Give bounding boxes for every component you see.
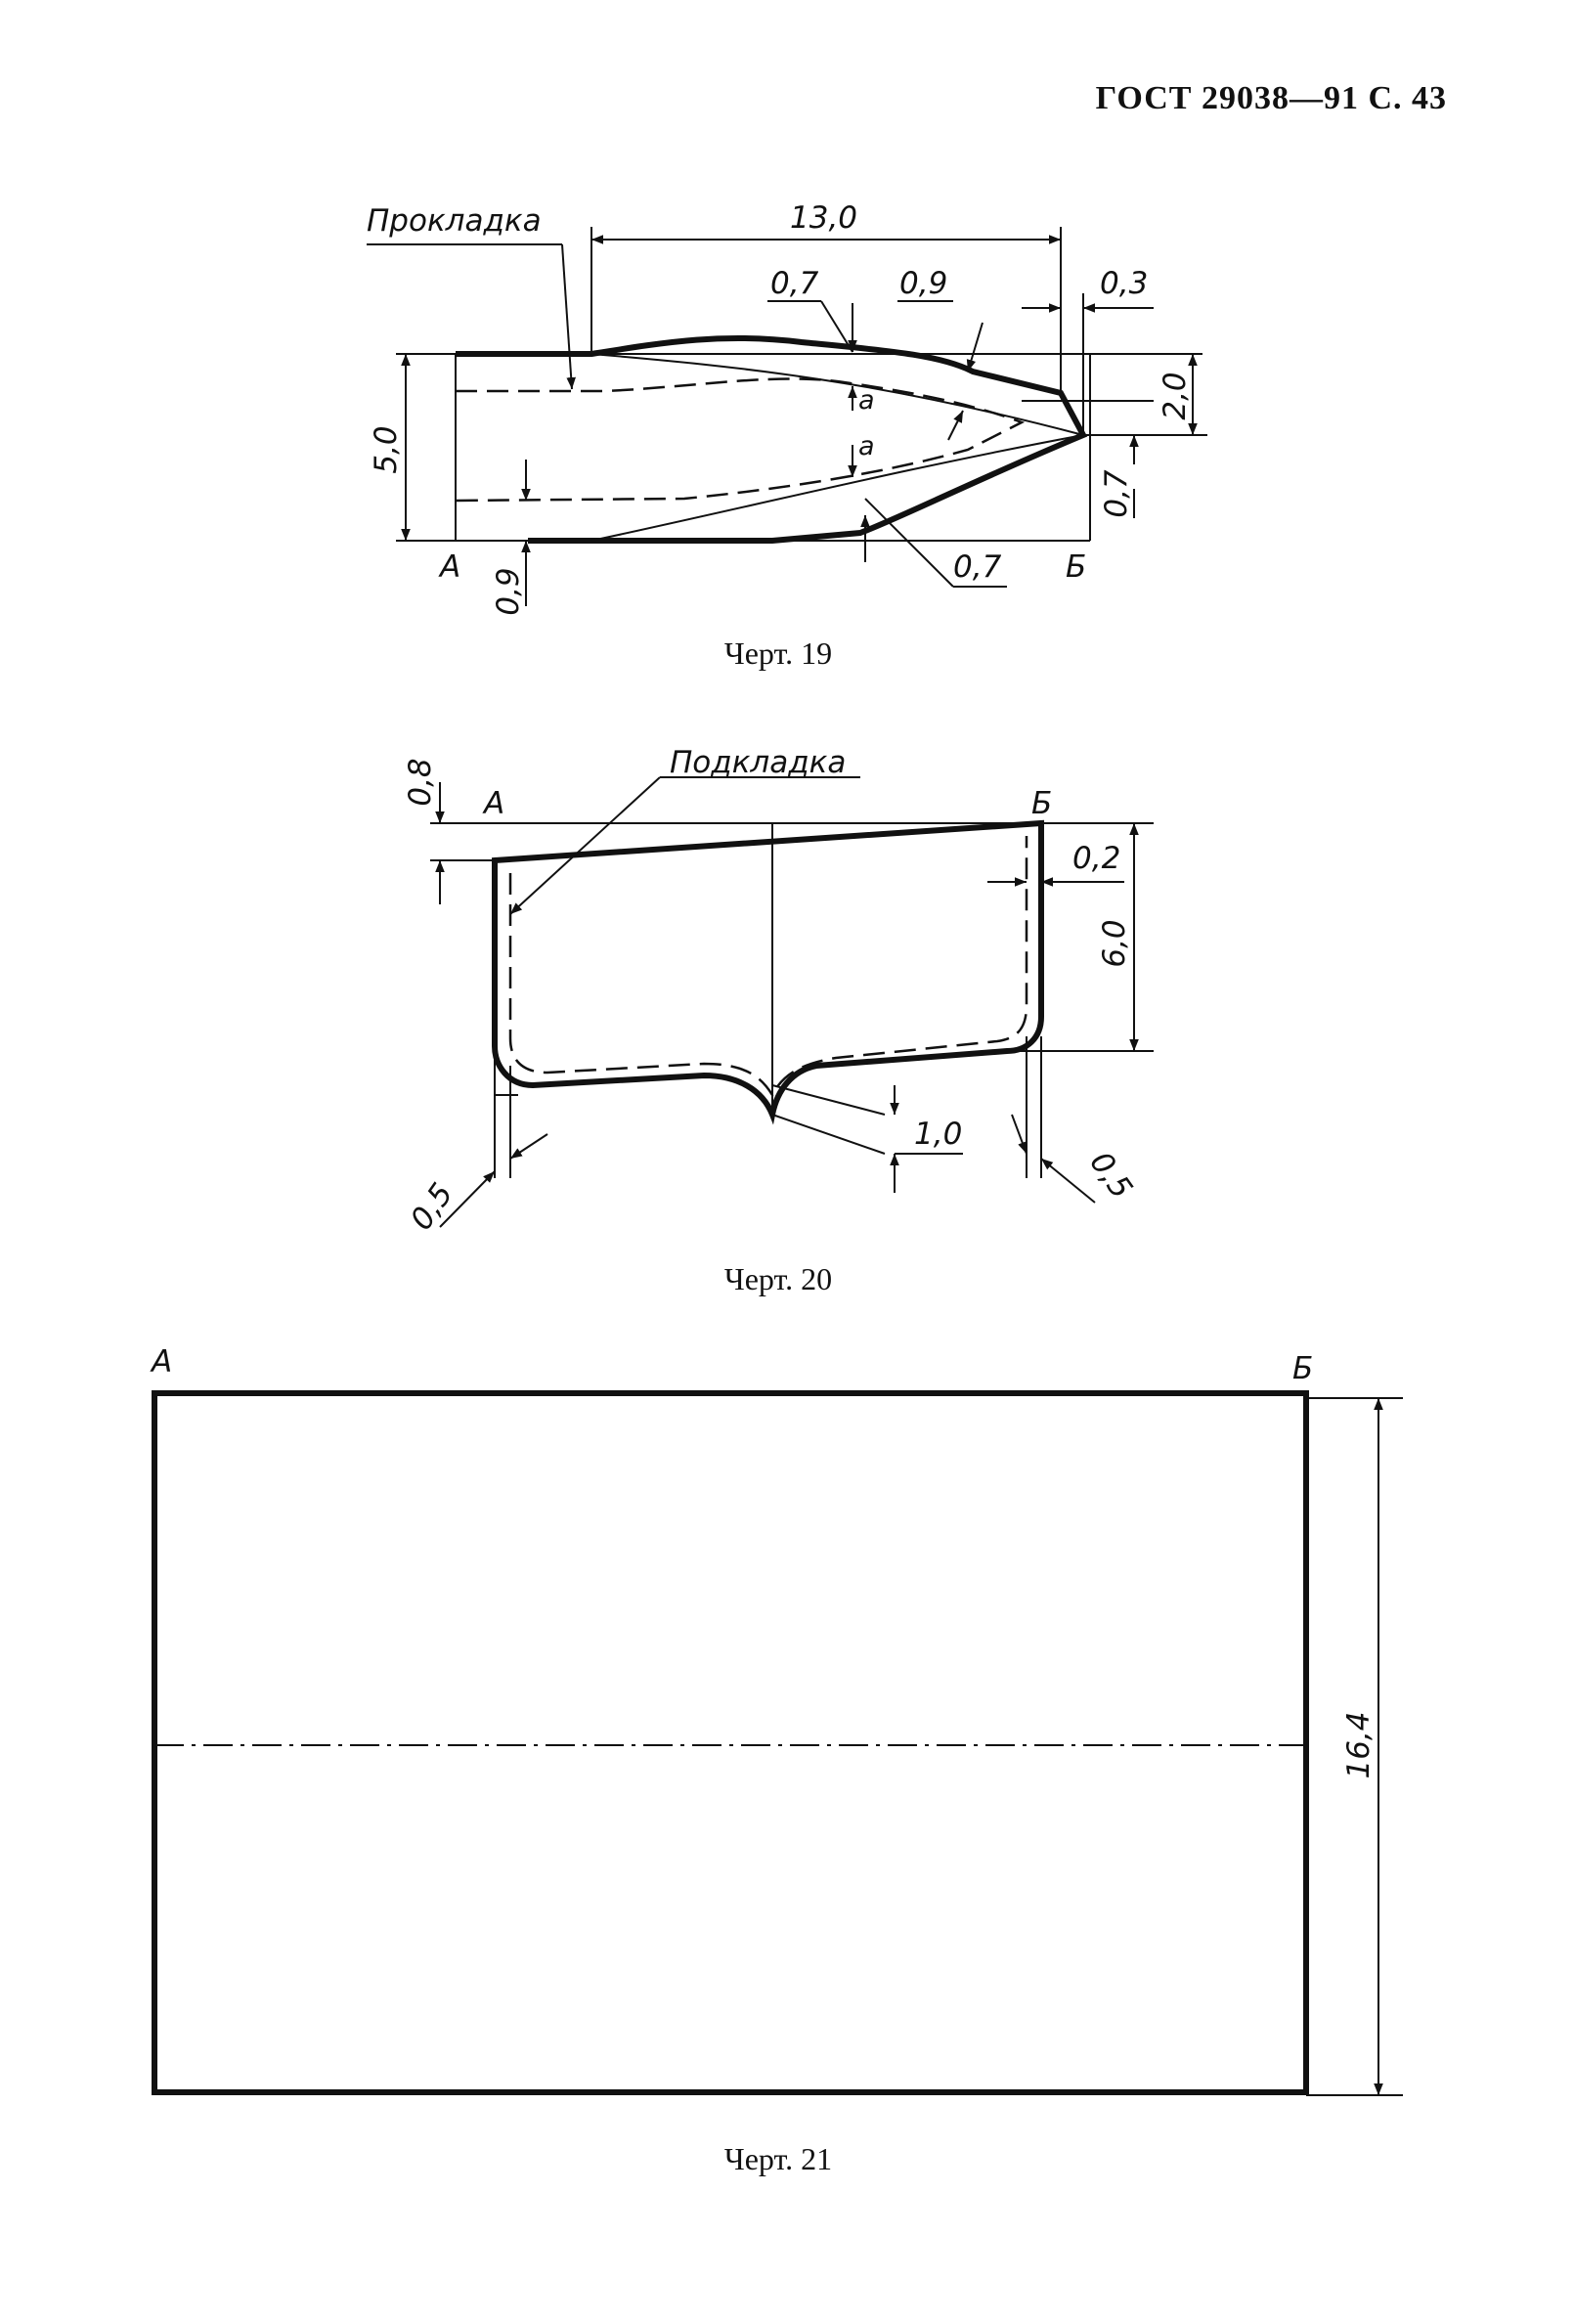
fig20-corner-B: Б bbox=[1031, 786, 1052, 821]
fig19-dim-0-7-bottom: 0,7 bbox=[953, 549, 1002, 585]
fig20-dim05-left-arrow-a bbox=[439, 1170, 496, 1228]
fig20-dim-0-8: 0,8 bbox=[403, 758, 438, 806]
fig20-dim-0-2: 0,2 bbox=[1072, 841, 1120, 876]
figure-21-caption: Черт. 21 bbox=[723, 2141, 833, 2176]
fig19-dim-0-7-right: 0,7 bbox=[1099, 469, 1134, 518]
fig21-rectangle bbox=[152, 1390, 1309, 2095]
fig20-label-podkladka: Подкладка bbox=[670, 745, 846, 780]
fig19-point-a-lower: а bbox=[858, 431, 875, 461]
fig19-corner-A: А bbox=[438, 549, 460, 585]
fig19-inner-top-line bbox=[590, 353, 1084, 436]
fig19-dim-2-0: 2,0 bbox=[1158, 372, 1193, 419]
fig19-dim-0-7-top: 0,7 bbox=[770, 266, 819, 301]
fig20-corner-A: А bbox=[482, 786, 504, 821]
fig20-dim-0-5-right: 0,5 bbox=[1082, 1146, 1139, 1206]
fig20-dim05-right-arrow-a bbox=[1011, 1114, 1027, 1155]
fig20-dim-6-0: 6,0 bbox=[1097, 919, 1132, 967]
figure-19-caption: Черт. 19 bbox=[723, 636, 833, 671]
fig19-dim-0-3: 0,3 bbox=[1100, 266, 1148, 301]
fig20-dim05-left-arrow-b bbox=[509, 1133, 548, 1160]
figure-20: Подкладка А Б 0,8 0,2 6,0 1,0 0,5 0,5 bbox=[403, 745, 1154, 1237]
fig19-label-prokladka: Прокладка bbox=[367, 203, 542, 239]
fig19-dim07-bot-leader bbox=[864, 498, 954, 588]
fig19-dim09-top-arrow-b bbox=[947, 410, 964, 441]
fig21-dim-16-4: 16,4 bbox=[1341, 1711, 1377, 1778]
fig19-dim-13-0: 13,0 bbox=[790, 200, 857, 236]
figure-19: 13,0 Прокладка 5,0 0,9 А Б 0,7 а 0,9 0,3 bbox=[367, 200, 1207, 616]
fig19-dim-5-0: 5,0 bbox=[369, 425, 404, 473]
fig19-prokladka-leader bbox=[561, 243, 576, 390]
fig19-corner-B: Б bbox=[1066, 549, 1086, 585]
fig19-dim07-top-leader bbox=[820, 300, 853, 353]
fig20-dim10-ext-a bbox=[771, 1084, 886, 1116]
fig21-corner-A: А bbox=[150, 1344, 172, 1380]
fig19-dim09-top-arrow-a bbox=[966, 322, 984, 373]
figure-21: 16,4 А Б bbox=[150, 1344, 1403, 2096]
fig19-prokladka-dashed bbox=[455, 377, 1026, 503]
fig20-podkladka-leader bbox=[509, 776, 661, 915]
fig21-corner-B: Б bbox=[1292, 1351, 1313, 1386]
fig19-point-a-upper: а bbox=[858, 385, 875, 416]
fig19-dim-0-9-bottom: 0,9 bbox=[491, 567, 526, 615]
fig20-dim10-ext-b bbox=[771, 1114, 886, 1155]
page-header: ГОСТ 29038—91 С. 43 bbox=[1095, 80, 1447, 116]
fig20-dim05-right-arrow-b bbox=[1040, 1158, 1096, 1204]
fig20-dim-1-0: 1,0 bbox=[914, 1117, 962, 1152]
fig19-inner-bottom-line bbox=[590, 434, 1084, 542]
figure-20-caption: Черт. 20 bbox=[723, 1261, 833, 1296]
fig19-dim-0-9-top: 0,9 bbox=[899, 266, 947, 301]
fig19-outline-upper bbox=[456, 334, 1088, 544]
fig20-dim-0-5-left: 0,5 bbox=[404, 1177, 460, 1237]
